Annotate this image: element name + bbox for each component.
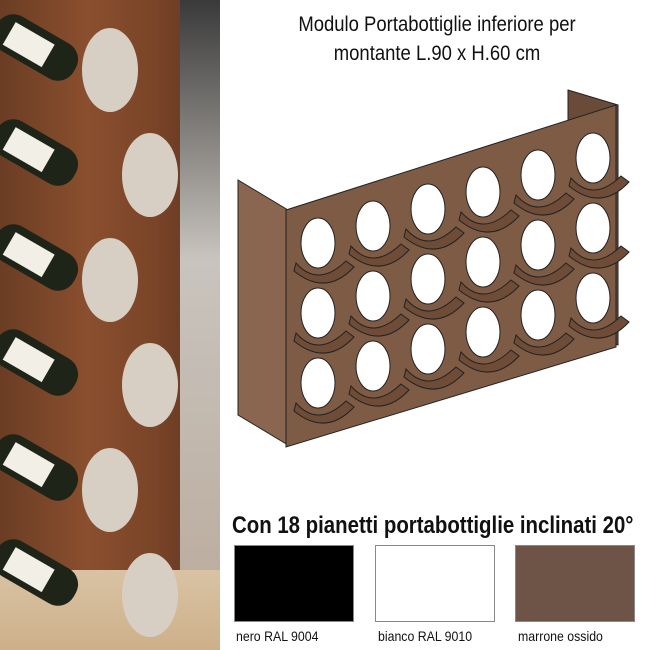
rack-bottle-hole <box>575 132 611 184</box>
rack-shelf <box>293 330 355 354</box>
rack-bottle-hole <box>410 183 446 235</box>
photo-bottle-label <box>2 547 55 593</box>
photo-rack-hole <box>122 553 178 637</box>
swatch-label-white: bianco RAL 9010 <box>378 628 473 644</box>
rack-shelf <box>513 192 575 216</box>
product-title: Modulo Portabottiglie inferiore per mont… <box>257 10 618 68</box>
rack-shelf <box>348 243 410 267</box>
rack-bottle-hole <box>465 306 501 358</box>
rack-bottle-hole <box>520 219 556 271</box>
photo-bottle-label <box>2 232 55 278</box>
photo-bottle-label <box>2 337 55 383</box>
rack-bottle-hole <box>465 166 501 218</box>
photo-rack-hole <box>82 28 138 112</box>
rack-bottle-hole <box>575 202 611 254</box>
photo-rack-hole <box>82 448 138 532</box>
photo-rack-hole <box>122 343 178 427</box>
rack-bottle-hole <box>300 217 336 269</box>
rack-bottle-hole <box>300 287 336 339</box>
swatch-white <box>375 545 495 622</box>
subtitle: Con 18 pianetti portabottiglie inclinati… <box>232 512 634 539</box>
rack-bottle-hole <box>520 149 556 201</box>
rack-shelf <box>348 383 410 407</box>
title-line-1: Modulo Portabottiglie inferiore per <box>298 13 576 36</box>
rack-shelf <box>513 262 575 286</box>
rack-bottle-hole <box>355 270 391 322</box>
product-photo <box>0 0 220 650</box>
rack-shelf <box>458 279 520 303</box>
rack-shelf <box>568 175 630 199</box>
swatch-label-black: nero RAL 9004 <box>236 628 319 644</box>
photo-bottle-label <box>2 22 55 68</box>
rack-illustration <box>237 89 630 448</box>
rack-shelf <box>293 400 355 424</box>
rack-shelf <box>293 260 355 284</box>
rack-shelf <box>348 313 410 337</box>
rack-bottle-hole <box>410 253 446 305</box>
rack-shelf <box>568 315 630 339</box>
rack-bottle-hole <box>300 357 336 409</box>
photo-wall <box>180 0 220 650</box>
rack-shelf <box>513 332 575 356</box>
title-line-2: montante L.90 x H.60 cm <box>333 42 541 65</box>
rack-shelf <box>568 245 630 269</box>
swatch-label-brown: marrone ossido <box>518 628 603 644</box>
rack-shelf <box>403 366 465 390</box>
rack-bottle-hole <box>465 236 501 288</box>
rack-bottle-hole <box>355 340 391 392</box>
swatch-black <box>234 545 354 622</box>
photo-rack-hole <box>82 238 138 322</box>
rack-shelf <box>458 209 520 233</box>
photo-bottles <box>0 14 178 637</box>
photo-rack-hole <box>122 133 178 217</box>
rack-shelf <box>403 226 465 250</box>
swatch-brown <box>515 545 635 622</box>
photo-bottle-label <box>2 127 55 173</box>
rack-left-side <box>237 179 289 446</box>
rack-bottle-hole <box>410 323 446 375</box>
rack-shelf <box>458 349 520 373</box>
rack-bottle-hole <box>520 289 556 341</box>
rack-bottle-hole <box>575 272 611 324</box>
rack-shelf <box>403 296 465 320</box>
rack-bottle-hole <box>355 200 391 252</box>
photo-bottle-label <box>2 442 55 488</box>
